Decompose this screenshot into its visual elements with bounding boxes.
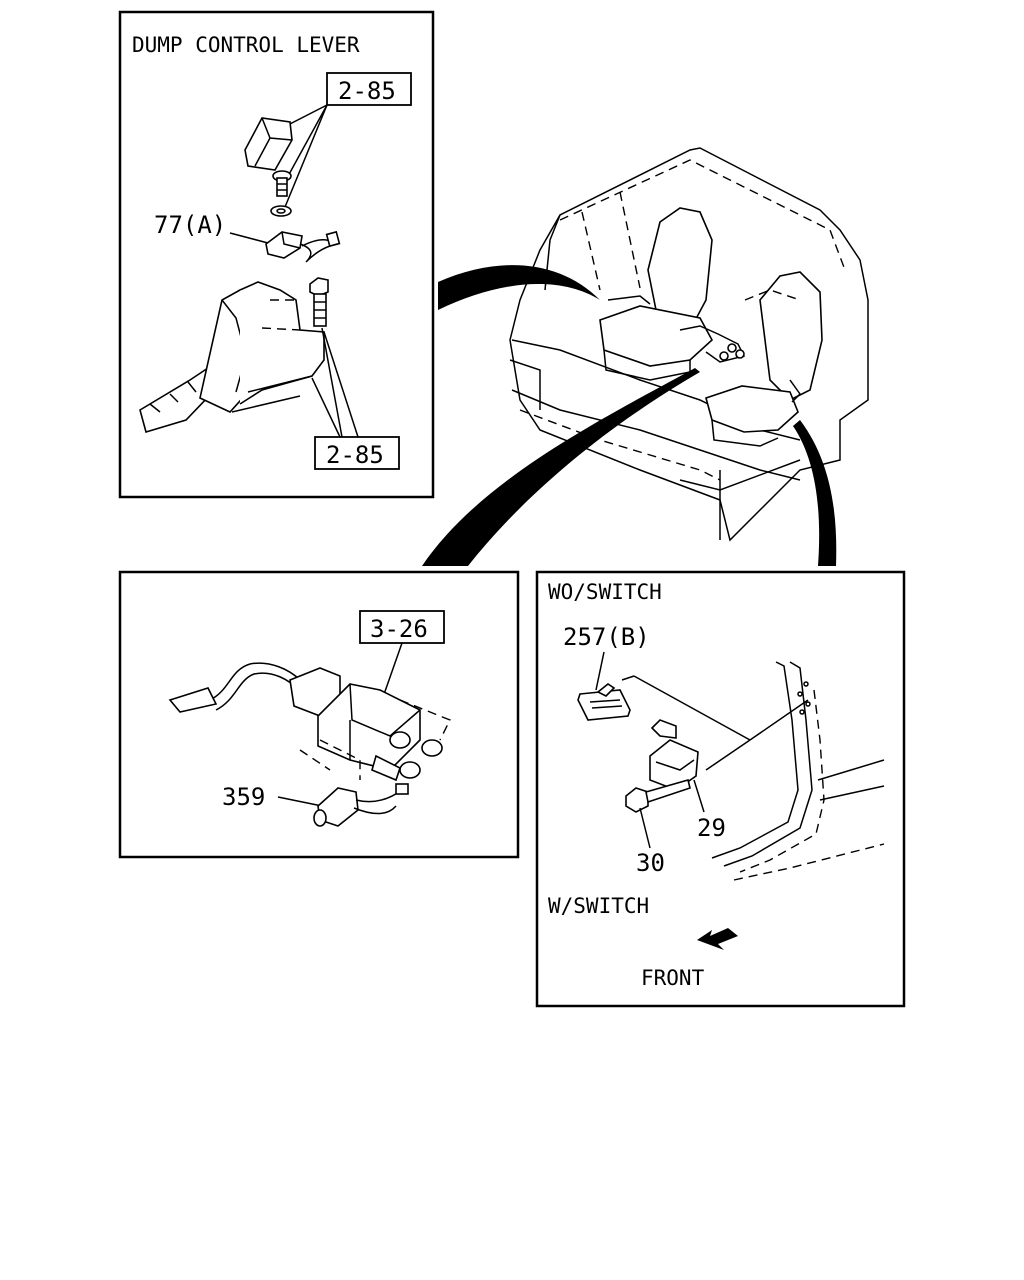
part-label-257b: 257(B) — [563, 623, 650, 651]
panel-frame-dump-control — [118, 10, 435, 499]
ref-label-bottom: 2-85 — [326, 441, 384, 469]
panel-valve: 3-26 359 — [118, 570, 520, 859]
ref-label-3-26: 3-26 — [370, 615, 428, 643]
dump-lever-body — [139, 281, 325, 434]
cab-pillar — [711, 661, 885, 881]
wo-switch-label: WO/SWITCH — [548, 580, 662, 604]
bolt — [309, 277, 329, 327]
sensor-359 — [313, 783, 409, 827]
screw-small — [272, 170, 292, 197]
bracket-29 — [649, 719, 699, 791]
ref-label-top: 2-85 — [338, 77, 396, 105]
panel-title-dump-control: DUMP CONTROL LEVER — [132, 33, 360, 57]
part-label-29: 29 — [697, 814, 726, 842]
lever-knob-cap — [244, 117, 293, 171]
front-label: FRONT — [641, 966, 705, 990]
screw-30 — [625, 779, 691, 813]
cab-overview — [509, 147, 869, 542]
part-label-77a: 77(A) — [154, 211, 226, 239]
valve-assembly — [168, 662, 451, 782]
part-label-359: 359 — [222, 783, 265, 811]
ref-box-bottom[interactable] — [314, 436, 400, 470]
blank-plate-257b — [577, 683, 631, 721]
dump-switch-77a — [265, 230, 341, 263]
front-arrow-icon — [697, 928, 738, 950]
ref-box-top[interactable] — [326, 72, 412, 106]
part-label-30: 30 — [636, 849, 665, 877]
ref-box-3-26[interactable] — [359, 610, 445, 644]
washer — [270, 205, 292, 217]
panel-switch: WO/SWITCH 257(B) 29 30 — [535, 570, 906, 1008]
callout-curves — [422, 265, 837, 566]
w-switch-label: W/SWITCH — [548, 894, 649, 918]
panel-frame-switch — [535, 570, 906, 1008]
panel-dump-control-lever: DUMP CONTROL LEVER 2-85 77(A) — [118, 10, 435, 499]
panel-frame-valve — [118, 570, 520, 859]
